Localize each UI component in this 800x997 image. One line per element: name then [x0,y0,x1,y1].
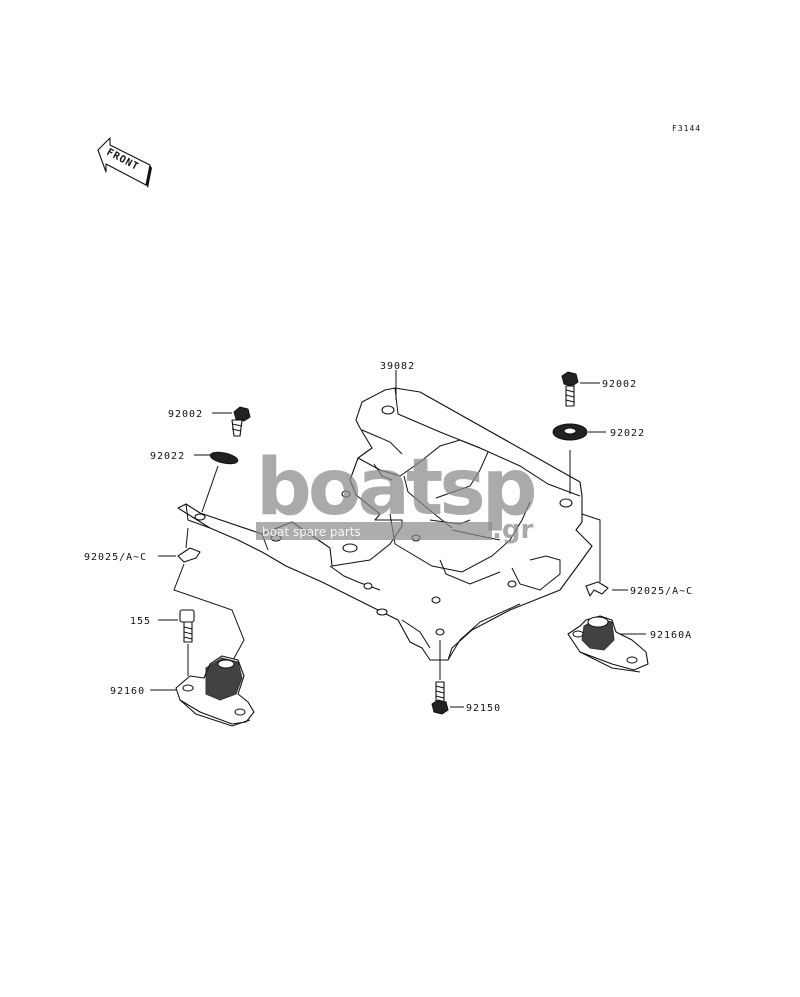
bolt-right-92002 [561,371,579,407]
washer-right-92022 [552,423,588,441]
label-bolt-155: 155 [130,616,151,627]
label-mount-right: 92160A [650,630,692,641]
diagram-code: F3144 [672,124,701,133]
watermark-logo: boatsp boat spare parts .gr [256,443,539,545]
engine-mount-92160A [567,615,649,673]
watermark-suffix: .gr [492,515,533,545]
label-bolt-left: 92002 [168,409,203,420]
label-bolt-right: 92002 [602,379,637,390]
shim-right-92025 [585,581,609,597]
shim-left-92025 [177,547,201,563]
engine-mount-92160 [175,655,255,727]
washer-left-92022 [209,451,239,465]
label-bolt-center: 92150 [466,703,501,714]
label-mount-left: 92160 [110,686,145,697]
label-shim-left: 92025/A~C [84,552,147,563]
label-shim-right: 92025/A~C [630,586,693,597]
label-frame: 39082 [380,361,415,372]
label-washer-right: 92022 [610,428,645,439]
watermark-sub: boat spare parts [262,525,361,539]
bolt-155 [179,609,195,643]
label-washer-left: 92022 [150,451,185,462]
bolt-left-92002 [231,406,251,437]
bolt-center-92150 [431,681,449,715]
watermark-main: boatsp [256,443,535,533]
front-arrow-icon: FRONT [97,137,152,188]
